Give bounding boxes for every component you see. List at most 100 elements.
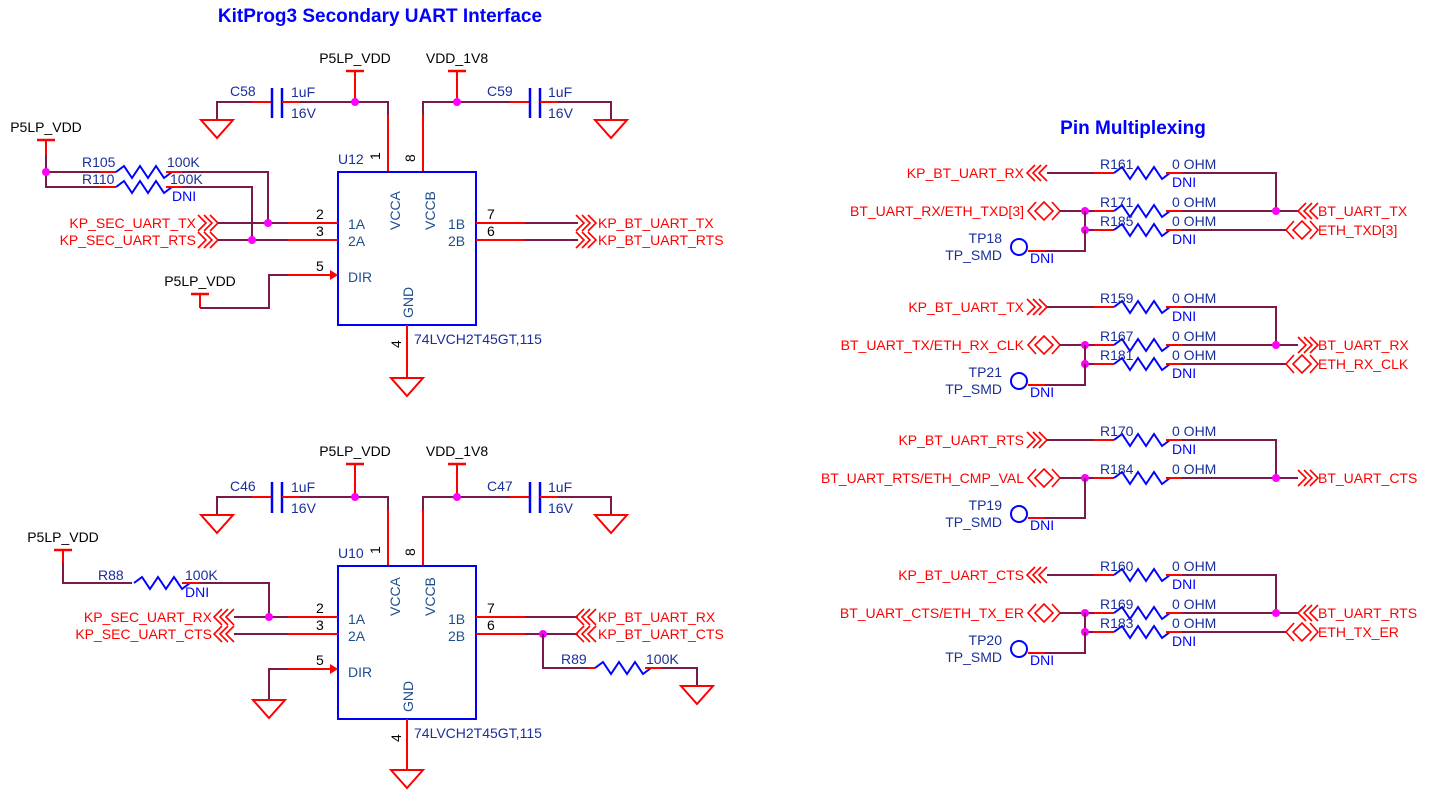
- c58-voltage: 16V: [291, 105, 317, 121]
- mux-group: [1010, 431, 1319, 523]
- r105-ref: R105: [82, 154, 116, 170]
- offpage-connector-icon: [575, 231, 597, 249]
- offpage-connector-icon: [213, 625, 235, 643]
- u10-pin4: 4: [388, 734, 404, 742]
- offpage-connector-icon: [1026, 431, 1048, 449]
- mux-shared-net-label: BT_UART_TX/ETH_RX_CLK: [841, 337, 1025, 353]
- c47-ref: C47: [487, 478, 513, 494]
- junction-dot-icon: [264, 219, 272, 227]
- test-point-circle-icon: [1010, 238, 1028, 256]
- u10-2a-pin: 2A: [348, 628, 366, 644]
- mux-tp-type: TP_SMD: [945, 649, 1002, 665]
- c59-value: 1uF: [548, 84, 572, 100]
- c46-ref: C46: [230, 478, 256, 494]
- mux-r-top-ref: R161: [1100, 156, 1134, 172]
- c46-voltage: 16V: [291, 500, 317, 516]
- u10-pin1: 1: [367, 546, 383, 554]
- u12-pin2: 2: [316, 206, 324, 222]
- c47-value: 1uF: [548, 479, 572, 495]
- u12-dir-power-label: P5LP_VDD: [164, 273, 236, 289]
- mux-r-top-value: 0 OHM: [1172, 156, 1216, 172]
- r110-ref: R110: [82, 171, 115, 187]
- offpage-connector-icon: [575, 608, 597, 626]
- mux-eth-net-label: ETH_RX_CLK: [1318, 356, 1409, 372]
- mux-shared-net-label: BT_UART_RX/ETH_TXD[3]: [850, 203, 1024, 219]
- mux-out-net-label: BT_UART_RX: [1318, 337, 1409, 353]
- mux-r-mid-value: 0 OHM: [1172, 596, 1216, 612]
- mux-tp-type: TP_SMD: [945, 381, 1002, 397]
- mux-r-top-value: 0 OHM: [1172, 423, 1216, 439]
- u12-pin4: 4: [388, 340, 404, 348]
- ground-symbol-icon: [390, 769, 424, 789]
- mux-r-bot-dni: DNI: [1172, 365, 1196, 381]
- r110-value: 100K: [170, 171, 203, 187]
- u12-vccb-pin: VCCB: [422, 191, 438, 230]
- u10-1a-pin: 1A: [348, 611, 366, 627]
- u10-pin6: 6: [487, 617, 495, 633]
- offpage-connector-icon: [197, 214, 219, 232]
- r110-dni: DNI: [172, 188, 196, 204]
- u12-part-number: 74LVCH2T45GT,115: [414, 331, 542, 347]
- ground-symbol-icon: [252, 699, 286, 719]
- ground-symbol-icon: [390, 377, 424, 397]
- net-kp-bt-uart-rts: KP_BT_UART_RTS: [598, 232, 724, 248]
- u10-part-number: 74LVCH2T45GT,115: [414, 725, 542, 741]
- net-kp-bt-uart-rx: KP_BT_UART_RX: [598, 609, 716, 625]
- mux-r-bot-dni: DNI: [1172, 633, 1196, 649]
- mux-tp-dni: DNI: [1030, 384, 1054, 400]
- mux-r-top-dni: DNI: [1172, 174, 1196, 190]
- mux-r-top-ref: R160: [1100, 558, 1134, 574]
- test-point-circle-icon: [1010, 640, 1028, 658]
- mux-r-bot-value: 0 OHM: [1172, 213, 1216, 229]
- mux-tp-dni: DNI: [1030, 517, 1054, 533]
- ground-symbol-icon: [680, 685, 714, 705]
- u12-section: P5LP_VDD VDD_1V8 C58 1uF 16V C59 1uF 16V: [10, 50, 724, 397]
- c59-ref: C59: [487, 83, 513, 99]
- u10-pin7: 7: [487, 600, 495, 616]
- offpage-connector-icon: [1026, 566, 1048, 584]
- offpage-connector-icon: [1026, 298, 1048, 316]
- bidirectional-port-icon: [1285, 622, 1319, 642]
- junction-dot-icon: [351, 98, 359, 106]
- net-kp-sec-uart-cts: KP_SEC_UART_CTS: [75, 626, 212, 642]
- offpage-connector-icon: [213, 608, 235, 626]
- resistor-zigzag-icon: [115, 165, 173, 179]
- u10-vdd1v8-label: VDD_1V8: [426, 443, 488, 459]
- junction-dot-icon: [1272, 474, 1280, 482]
- mux-r-mid-ref: R167: [1100, 328, 1134, 344]
- junction-dot-icon: [1272, 609, 1280, 617]
- resistor-zigzag-icon: [133, 576, 191, 590]
- u10-pullup-power-label: P5LP_VDD: [27, 529, 99, 545]
- net-kp-sec-uart-rts: KP_SEC_UART_RTS: [60, 232, 196, 248]
- net-kp-bt-uart-cts: KP_BT_UART_CTS: [598, 626, 724, 642]
- junction-dot-icon: [42, 168, 50, 176]
- mux-r-bot-ref: R185: [1100, 213, 1134, 229]
- offpage-connector-icon: [1297, 469, 1319, 487]
- u10-ref: U10: [338, 545, 364, 561]
- u10-pin2: 2: [316, 600, 324, 616]
- bidirectional-port-icon: [1285, 354, 1319, 374]
- mux-tp-dni: DNI: [1030, 250, 1054, 266]
- mux-r-mid-value: 0 OHM: [1172, 328, 1216, 344]
- mux-r-mid-ref: R184: [1100, 461, 1134, 477]
- junction-dot-icon: [1272, 207, 1280, 215]
- mux-tp-type: TP_SMD: [945, 514, 1002, 530]
- r89-ref: R89: [561, 651, 587, 667]
- left-section-title: KitProg3 Secondary UART Interface: [218, 6, 542, 27]
- u10-2b-pin: 2B: [448, 628, 465, 644]
- bidirectional-port-icon: [1027, 603, 1061, 623]
- mux-r-bot-value: 0 OHM: [1172, 615, 1216, 631]
- r88-ref: R88: [98, 567, 124, 583]
- c58-value: 1uF: [291, 84, 315, 100]
- mux-kp-net-label: KP_BT_UART_TX: [908, 299, 1024, 315]
- u10-vcca-pin: VCCA: [387, 576, 403, 616]
- u12-2b-pin: 2B: [448, 233, 465, 249]
- mux-r-mid-value: 0 OHM: [1172, 461, 1216, 477]
- bidirectional-port-icon: [1285, 220, 1319, 240]
- mux-r-mid-ref: R169: [1100, 596, 1134, 612]
- mux-tp-type: TP_SMD: [945, 247, 1002, 263]
- offpage-connector-icon: [1297, 202, 1319, 220]
- junction-dot-icon: [1272, 341, 1280, 349]
- r88-dni: DNI: [185, 584, 209, 600]
